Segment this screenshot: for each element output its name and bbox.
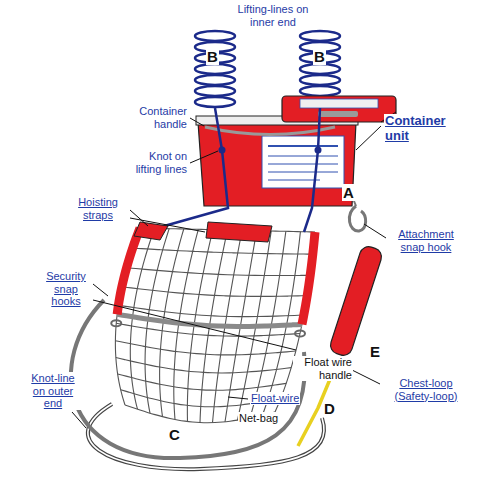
net-bag — [118, 374, 287, 390]
net-bag — [302, 232, 315, 324]
part-label: Knot-line on outer end — [24, 372, 82, 410]
leader-lines — [190, 118, 204, 126]
leader-lines — [364, 224, 386, 238]
float — [328, 244, 384, 357]
container-lid — [300, 99, 378, 108]
unit-label: Container unit — [384, 114, 458, 144]
part-label: Container handle — [128, 105, 188, 130]
net-bag — [118, 305, 303, 316]
container-body — [268, 156, 338, 157]
callout-letter: B — [206, 48, 219, 65]
lifting-line-coils — [300, 75, 340, 85]
net-bag — [116, 358, 291, 373]
net-bag — [111, 228, 315, 423]
leader-lines — [93, 300, 296, 350]
net-bag — [295, 331, 305, 337]
float-wire — [71, 300, 305, 458]
container-body — [196, 116, 358, 206]
container-lid — [282, 96, 396, 122]
container-body — [268, 145, 338, 147]
container-body — [268, 180, 320, 181]
callout-letter: A — [342, 184, 355, 201]
net-bag — [133, 248, 313, 254]
part-label: Attachment snap hook — [388, 228, 464, 253]
container-body — [198, 122, 356, 206]
hoisting-straps — [206, 222, 272, 242]
part-label: Lifting-lines on inner end — [235, 3, 311, 28]
leader-lines — [352, 370, 380, 384]
leader-lines — [72, 412, 86, 428]
part-label: Net-bag — [238, 412, 279, 425]
part-label: Security snap hooks — [40, 270, 92, 308]
net-bag — [117, 314, 302, 326]
part-label: Hoisting straps — [68, 196, 128, 221]
net-bag — [275, 232, 315, 412]
net-bag — [117, 228, 140, 314]
float-wire — [71, 300, 305, 458]
part-label: Knot on lifting lines — [120, 150, 188, 175]
container-body — [205, 127, 335, 135]
part-label: Chest-loop (Safety-loop) — [381, 377, 471, 402]
lifting-lines — [219, 147, 226, 154]
leader-lines — [228, 397, 248, 399]
container-body — [268, 164, 338, 165]
container-body — [268, 172, 338, 173]
attachment-snap-hook — [349, 196, 365, 231]
lifting-lines — [315, 147, 322, 154]
leader-lines — [130, 218, 205, 232]
outer-knot-line — [88, 404, 324, 469]
container-body — [262, 136, 344, 188]
outer-knot-line — [88, 404, 324, 469]
net-bag — [111, 320, 121, 326]
net-bag — [122, 287, 307, 297]
part-label: Float-wire — [250, 392, 300, 405]
leader-lines — [190, 151, 218, 163]
part-label: Float wire handle — [293, 356, 353, 381]
leader-lines — [93, 284, 108, 296]
lifting-line-coils — [195, 86, 235, 96]
callout-letter: B — [313, 48, 326, 65]
attachment-snap-hook — [349, 206, 365, 231]
lifting-line-coils — [300, 31, 340, 41]
leader-lines — [356, 126, 381, 150]
lifting-line-coils — [300, 86, 340, 96]
hoisting-straps — [134, 222, 168, 240]
lifting-line-coils — [300, 64, 340, 74]
lifting-line-coils — [195, 31, 235, 41]
leader-lines — [72, 112, 396, 428]
callout-letter: C — [168, 426, 181, 443]
lifting-line-coils — [195, 75, 235, 85]
container-lid — [282, 96, 396, 122]
container-lid — [318, 111, 358, 117]
lifting-line-coils — [195, 97, 235, 107]
callout-letter: E — [369, 343, 381, 360]
net-bag — [127, 268, 311, 276]
outer-knot-line — [88, 404, 324, 469]
callout-letter: D — [323, 400, 336, 417]
lifting-lines — [304, 108, 320, 232]
lifting-line-coils — [195, 64, 235, 74]
